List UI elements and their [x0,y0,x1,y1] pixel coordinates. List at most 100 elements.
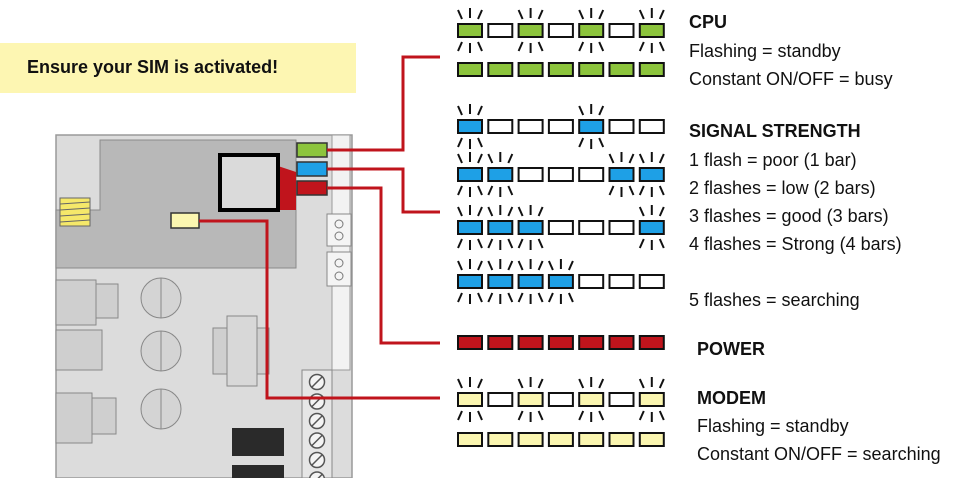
board-connector-2 [326,251,352,287]
led [517,167,544,182]
led [578,62,605,77]
led [457,432,483,447]
led [487,259,514,304]
board-led-modem [170,212,200,229]
led-rays-icon [487,205,514,250]
wire-cpu [327,55,440,152]
signal-line-3: 3 flashes = good (3 bars) [689,206,889,226]
component-block-2 [55,329,103,371]
led [517,205,544,250]
led [638,8,665,53]
signal-line-5: 5 flashes = searching [689,290,860,310]
led [487,152,514,197]
transformer [212,315,270,387]
screw-terminal-icon [308,373,326,391]
led [457,377,483,422]
led [457,205,483,250]
screw-terminal-icon [308,451,326,469]
led [608,62,635,77]
led-rays-icon [638,8,665,53]
cpu-title: CPU [689,12,728,32]
led [608,220,635,235]
cpu-flashing-row [457,8,665,53]
led-rays-icon [457,152,483,197]
led [638,152,665,197]
led [608,392,635,407]
led [547,62,574,77]
led [547,335,574,350]
signal-line-4: 4 flashes = Strong (4 bars) [689,234,902,254]
modem-title: MODEM [697,388,766,408]
capacitor-icon [140,388,182,430]
led [578,274,605,289]
led-indicator-rows [457,8,665,447]
led-rays-icon [457,104,483,149]
modem-line-2: Constant ON/OFF = searching [697,444,941,464]
wires [199,55,440,400]
wire-modem [199,219,440,400]
led [608,432,635,447]
capacitor-icon [140,277,182,319]
led-rays-icon [517,259,544,304]
antenna-connector [59,197,91,227]
led [578,104,605,149]
led [578,377,605,422]
led-rays-icon [457,8,483,53]
led [517,119,544,134]
led [578,432,605,447]
led [457,8,483,53]
cpu-constant-row [457,62,665,77]
signal-title: SIGNAL STRENGTH [689,121,861,141]
led [608,152,635,197]
led [487,432,514,447]
led [487,119,514,134]
led [487,62,514,77]
led [638,205,665,250]
led [457,152,483,197]
signal-4-row [457,259,665,304]
signal-2-row [457,152,665,197]
led [487,392,514,407]
signal-3-row [457,205,665,250]
led [487,23,514,38]
board-led-cpu [296,142,328,158]
wire-signal [327,167,440,214]
board-led-signal [296,161,328,177]
component-block-1 [55,279,119,326]
led [608,274,635,289]
led [487,335,514,350]
led-rays-icon [608,152,635,197]
screw-terminal [301,369,333,478]
led [578,220,605,235]
led [517,62,544,77]
led-rays-icon [638,152,665,197]
signal-line-2: 2 flashes = low (2 bars) [689,178,876,198]
led-rays-icon [638,205,665,250]
led-rays-icon [457,259,483,304]
chip-1 [232,428,284,456]
led-rays-icon [457,205,483,250]
led-rays-icon [578,8,605,53]
led [517,377,544,422]
led [638,119,665,134]
circuit-board [55,134,353,478]
led [608,335,635,350]
led-rays-icon [517,205,544,250]
led [578,335,605,350]
chip-2 [232,465,284,478]
capacitor-icon [140,330,182,372]
led [608,119,635,134]
led [517,259,544,304]
led [638,335,665,350]
cpu-line-2: Constant ON/OFF = busy [689,69,893,89]
cpu-line-1: Flashing = standby [689,41,841,61]
led [638,377,665,422]
led [547,167,574,182]
modem-flashing-row [457,377,665,422]
modem-constant-row [457,432,665,447]
led [608,23,635,38]
led [547,119,574,134]
screw-terminal-icon [308,471,326,478]
sim-notice-banner: Ensure your SIM is activated! [0,43,356,93]
